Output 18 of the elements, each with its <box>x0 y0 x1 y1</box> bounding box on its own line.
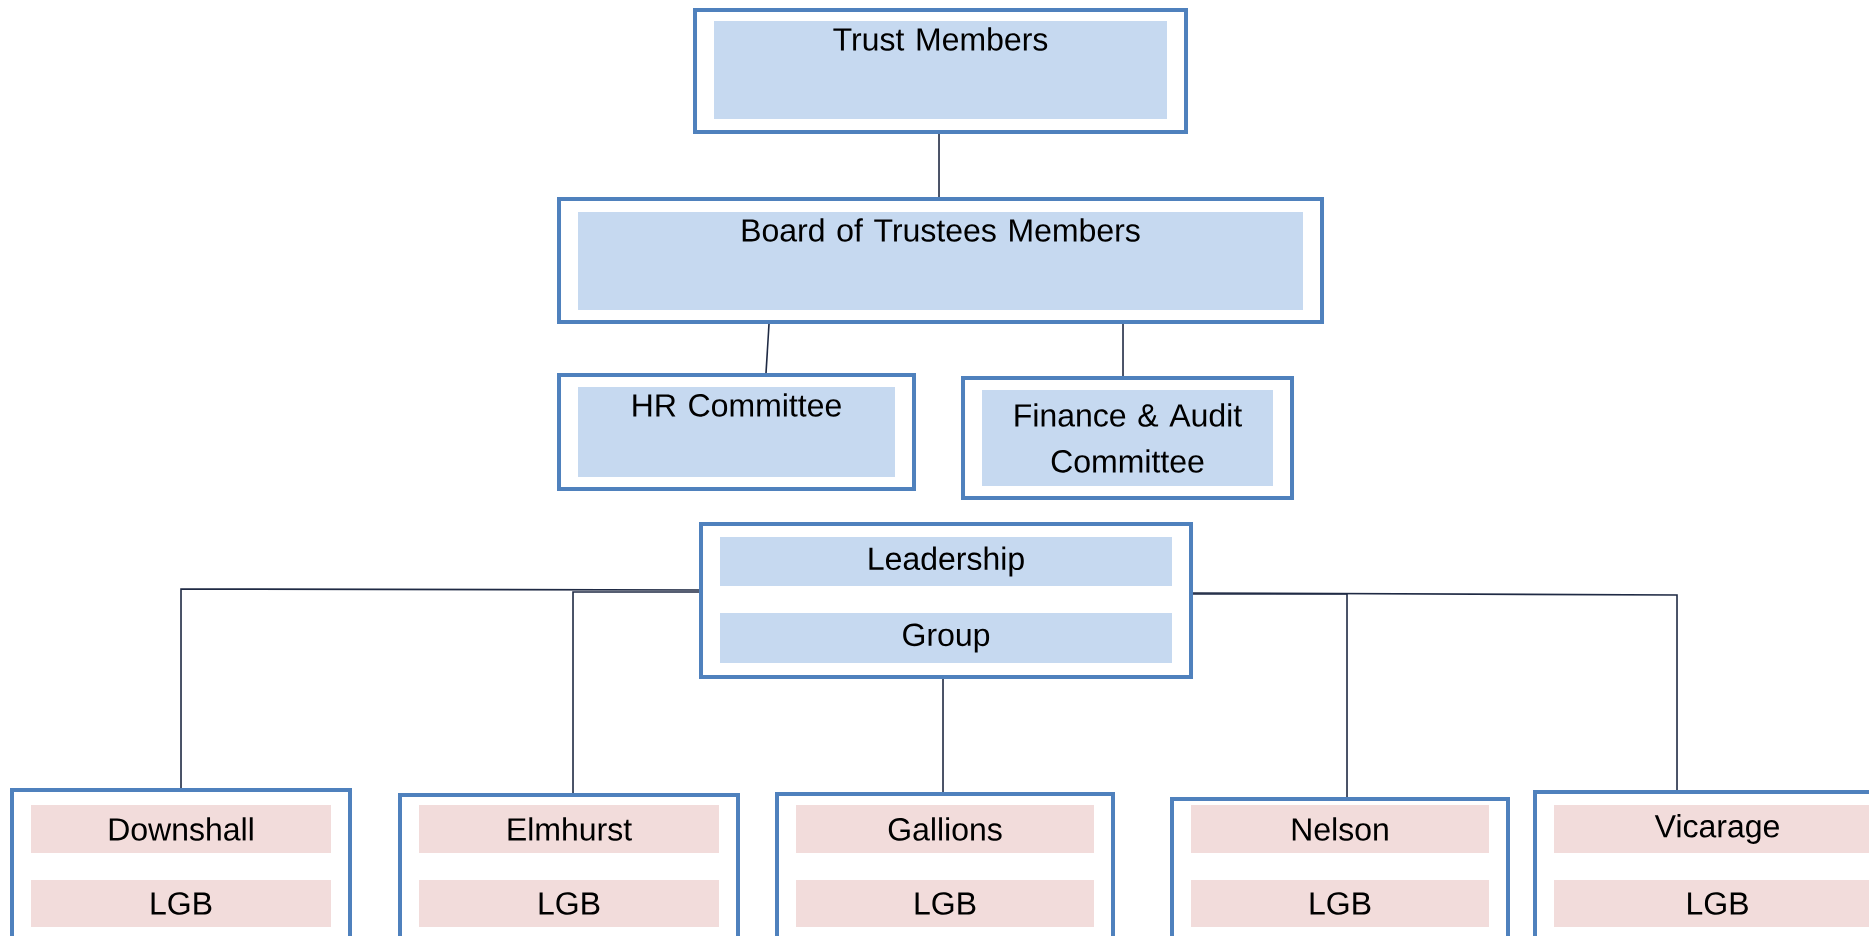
org-box: Leadership Group <box>699 522 1193 679</box>
org-box: Nelson LGB <box>1170 797 1510 936</box>
org-box: Elmhurst LGB <box>398 793 740 936</box>
connector-line <box>572 591 700 794</box>
connector-line <box>1192 593 1348 798</box>
connector-line <box>938 133 940 198</box>
connector-line <box>1192 592 1678 791</box>
org-box: Gallions LGB <box>775 792 1115 936</box>
connector-line <box>942 678 944 793</box>
connector-line <box>765 323 770 374</box>
connector-line <box>1122 323 1124 377</box>
org-box: Downshall LGB <box>10 788 352 936</box>
connector-line <box>180 588 700 789</box>
org-box: Board of Trustees Members <box>557 197 1324 324</box>
org-box: HR Committee <box>557 373 916 491</box>
org-box: Trust Members <box>693 8 1188 134</box>
org-box: Vicarage LGB <box>1533 790 1869 936</box>
org-box: Finance & Audit Committee <box>961 376 1294 500</box>
